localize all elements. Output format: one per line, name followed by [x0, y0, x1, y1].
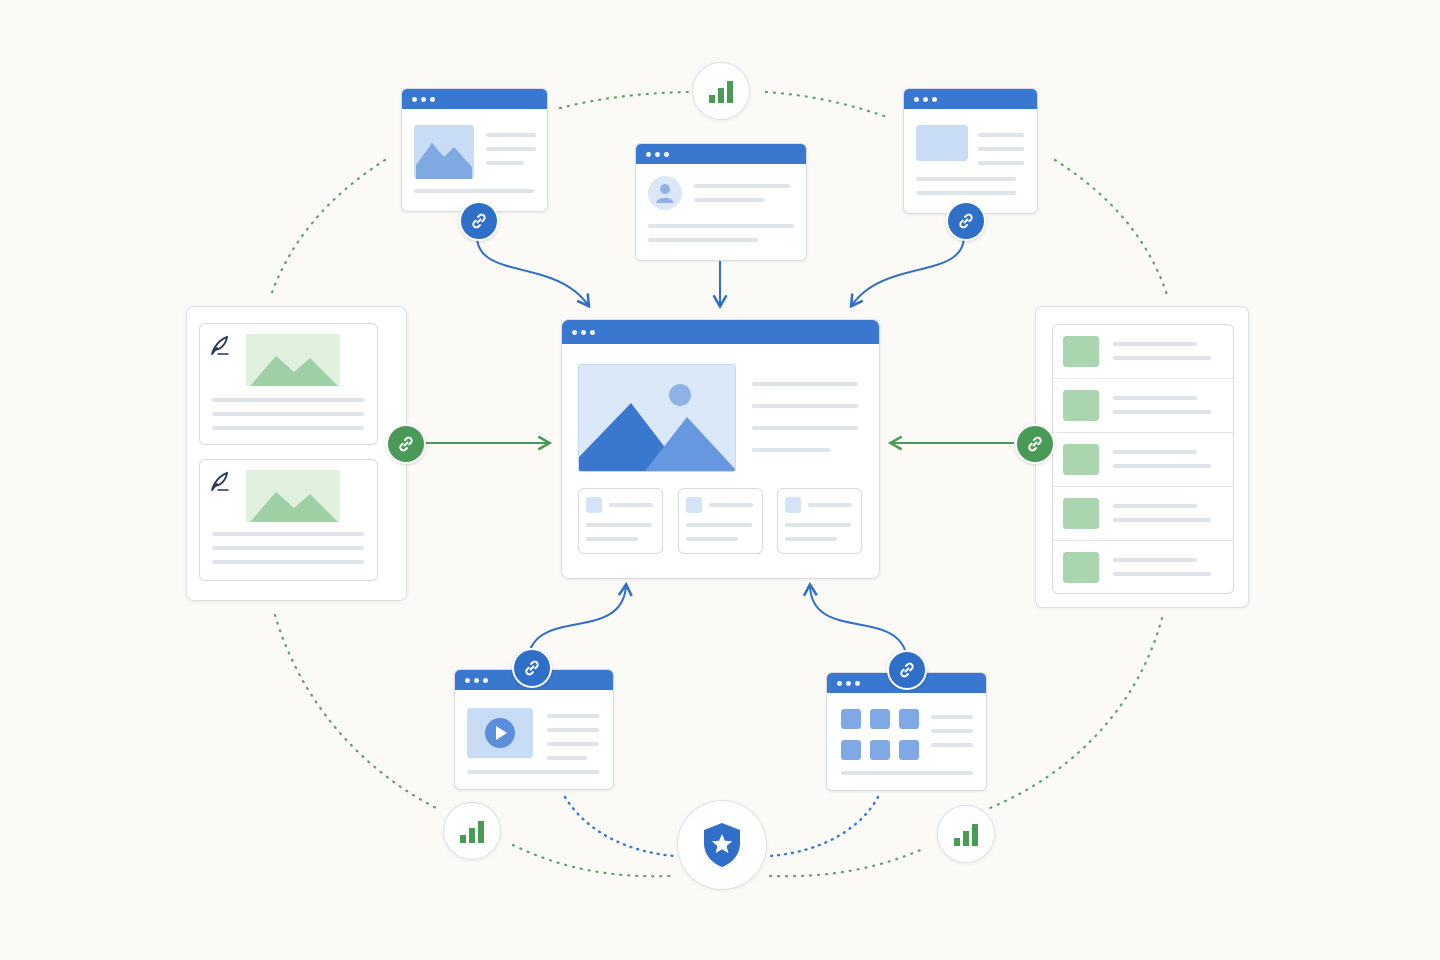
link-icon	[512, 648, 552, 688]
grid-gallery-icon	[841, 709, 921, 763]
link-icon	[386, 424, 426, 464]
site-window-top-center	[635, 143, 807, 261]
image-placeholder-icon	[246, 334, 340, 386]
text-line	[547, 714, 599, 718]
text-line	[547, 742, 599, 746]
content-card	[777, 488, 862, 554]
window-title-bar	[402, 89, 547, 109]
text-line	[467, 770, 599, 774]
text-line	[648, 224, 794, 228]
text-line	[916, 177, 1016, 181]
list-item	[1053, 325, 1233, 379]
site-window-top-left	[401, 88, 548, 212]
text-line	[978, 147, 1024, 151]
text-line	[931, 715, 973, 719]
feather-pen-icon	[211, 471, 229, 491]
link-icon	[887, 650, 927, 690]
shield-star-icon	[677, 800, 767, 890]
hero-image-icon	[578, 364, 736, 472]
video-thumbnail	[467, 708, 533, 758]
user-avatar-icon	[648, 176, 682, 210]
directory-list	[1052, 324, 1234, 594]
text-line	[752, 404, 858, 408]
text-line	[978, 161, 1024, 165]
link-icon	[946, 201, 986, 241]
text-line	[648, 238, 758, 242]
text-line	[486, 133, 536, 137]
text-line	[486, 161, 524, 165]
link-arrow-top-right	[849, 235, 965, 309]
link-arrow-top-left	[476, 235, 591, 309]
text-line	[547, 728, 599, 732]
site-window-top-right	[903, 88, 1038, 214]
list-item	[1053, 433, 1233, 487]
text-line	[841, 771, 973, 775]
text-line	[547, 756, 587, 760]
list-item	[1053, 379, 1233, 433]
dotted-shield-connectors	[563, 795, 880, 858]
text-line	[694, 184, 790, 188]
text-line	[916, 191, 1016, 195]
play-icon	[485, 718, 515, 748]
window-title-bar	[636, 144, 806, 164]
text-line	[931, 743, 973, 747]
feather-pen-icon	[211, 335, 229, 355]
bar-chart-icon	[937, 805, 995, 863]
image-placeholder-icon	[414, 125, 474, 179]
link-arrow-bottom-right	[802, 581, 906, 651]
blog-post-card	[199, 323, 378, 445]
link-icon	[459, 201, 499, 241]
site-window-bottom-left	[454, 669, 614, 790]
window-title-bar	[562, 320, 879, 344]
list-item	[1053, 487, 1233, 541]
list-item	[1053, 541, 1233, 593]
bar-chart-icon	[692, 62, 750, 120]
text-line	[978, 133, 1024, 137]
content-card	[678, 488, 763, 554]
text-line	[931, 729, 973, 733]
blog-post-card	[199, 459, 378, 581]
bar-chart-icon	[443, 802, 501, 860]
content-card	[578, 488, 663, 554]
text-line	[414, 189, 534, 193]
dotted-ring	[268, 90, 1170, 878]
main-site-window	[561, 319, 880, 579]
text-line	[486, 147, 536, 151]
link-arrow-bottom-left	[529, 581, 633, 651]
text-line	[694, 198, 764, 202]
window-title-bar	[904, 89, 1037, 109]
text-line	[752, 382, 858, 386]
text-line	[752, 426, 858, 430]
image-placeholder-icon	[246, 470, 340, 522]
directory-list-panel	[1035, 306, 1249, 608]
text-line	[752, 448, 830, 452]
link-icon	[1015, 424, 1055, 464]
blog-posts-panel	[186, 306, 407, 601]
image-placeholder-icon	[916, 125, 968, 161]
